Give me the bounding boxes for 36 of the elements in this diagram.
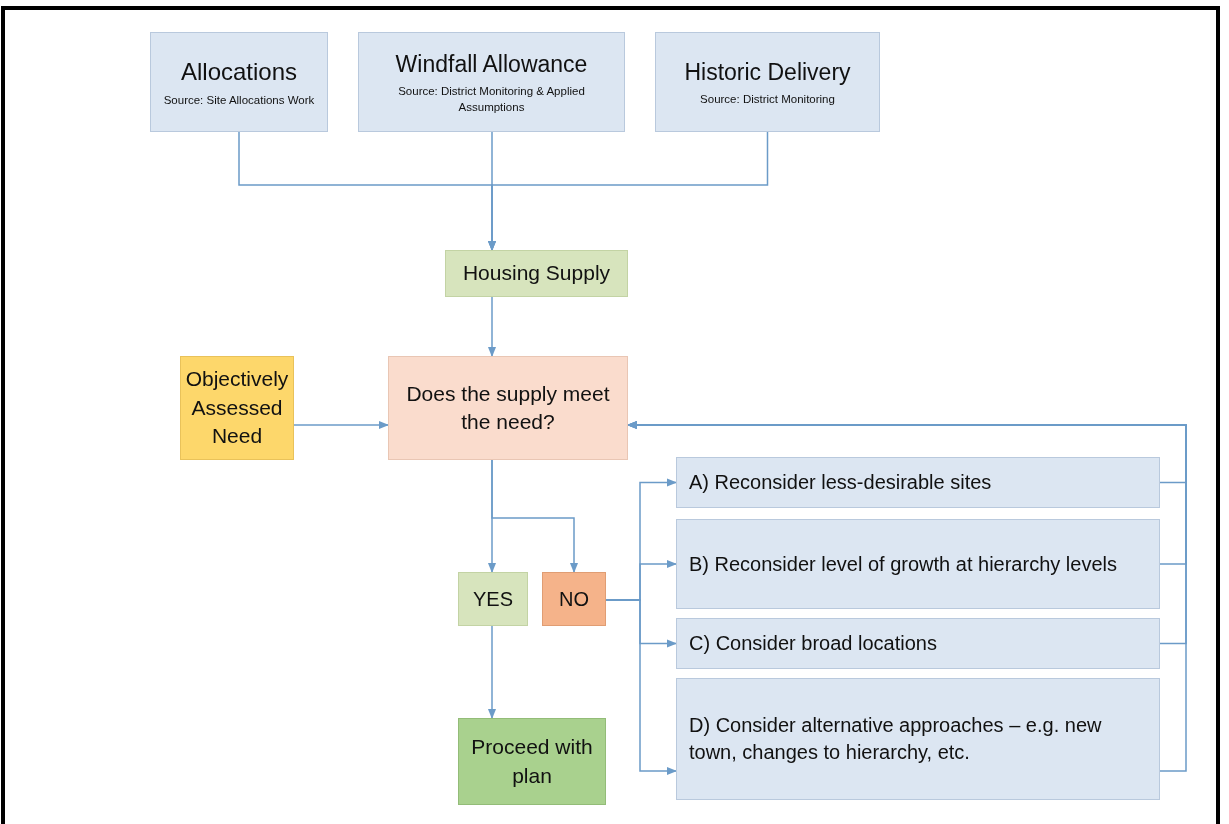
connector-arrow xyxy=(487,131,769,252)
box-title: Does the supply meet the need? xyxy=(405,380,611,435)
box-title: Allocations xyxy=(180,57,298,88)
box-title: D) Consider alternative approaches – e.g. new town, changes to hierarchy, etc. xyxy=(689,713,1103,765)
source-note: Source: Site Allocations Work xyxy=(163,92,315,108)
process-box xyxy=(676,457,1160,508)
box-title: Windfall Allowance xyxy=(395,49,588,79)
box-title: NO xyxy=(559,586,589,612)
box-title: A) Reconsider less-desirable sites xyxy=(689,470,992,495)
process-box xyxy=(458,718,606,805)
box-title: Objectively Assessed Need xyxy=(185,366,289,450)
source-note: Source: District Monitoring & Applied Assumptions xyxy=(397,83,586,115)
box-title: Historic Delivery xyxy=(684,57,851,87)
connector-arrow xyxy=(626,420,1187,772)
process-box xyxy=(676,678,1160,800)
connector-arrow xyxy=(293,420,390,430)
process-box xyxy=(358,32,625,132)
box-title: YES xyxy=(473,586,513,612)
box-title: Housing Supply xyxy=(462,260,611,287)
process-box xyxy=(180,356,294,460)
box-title: Proceed with plan xyxy=(470,734,594,789)
connector-arrow xyxy=(491,459,579,574)
connector-arrow xyxy=(487,625,497,720)
connector-arrow xyxy=(605,599,678,776)
source-note: Source: District Monitoring xyxy=(700,91,835,107)
process-box xyxy=(676,519,1160,609)
box-title: B) Reconsider level of growth at hierarchy levels xyxy=(689,551,1117,577)
process-box xyxy=(150,32,328,132)
box-title: C) Consider broad locations xyxy=(689,631,937,656)
process-box xyxy=(388,356,628,460)
connector-arrow xyxy=(487,296,497,358)
process-box xyxy=(676,618,1160,669)
process-box xyxy=(542,572,606,626)
process-box xyxy=(655,32,880,132)
process-box xyxy=(445,250,628,297)
process-box xyxy=(458,572,528,626)
